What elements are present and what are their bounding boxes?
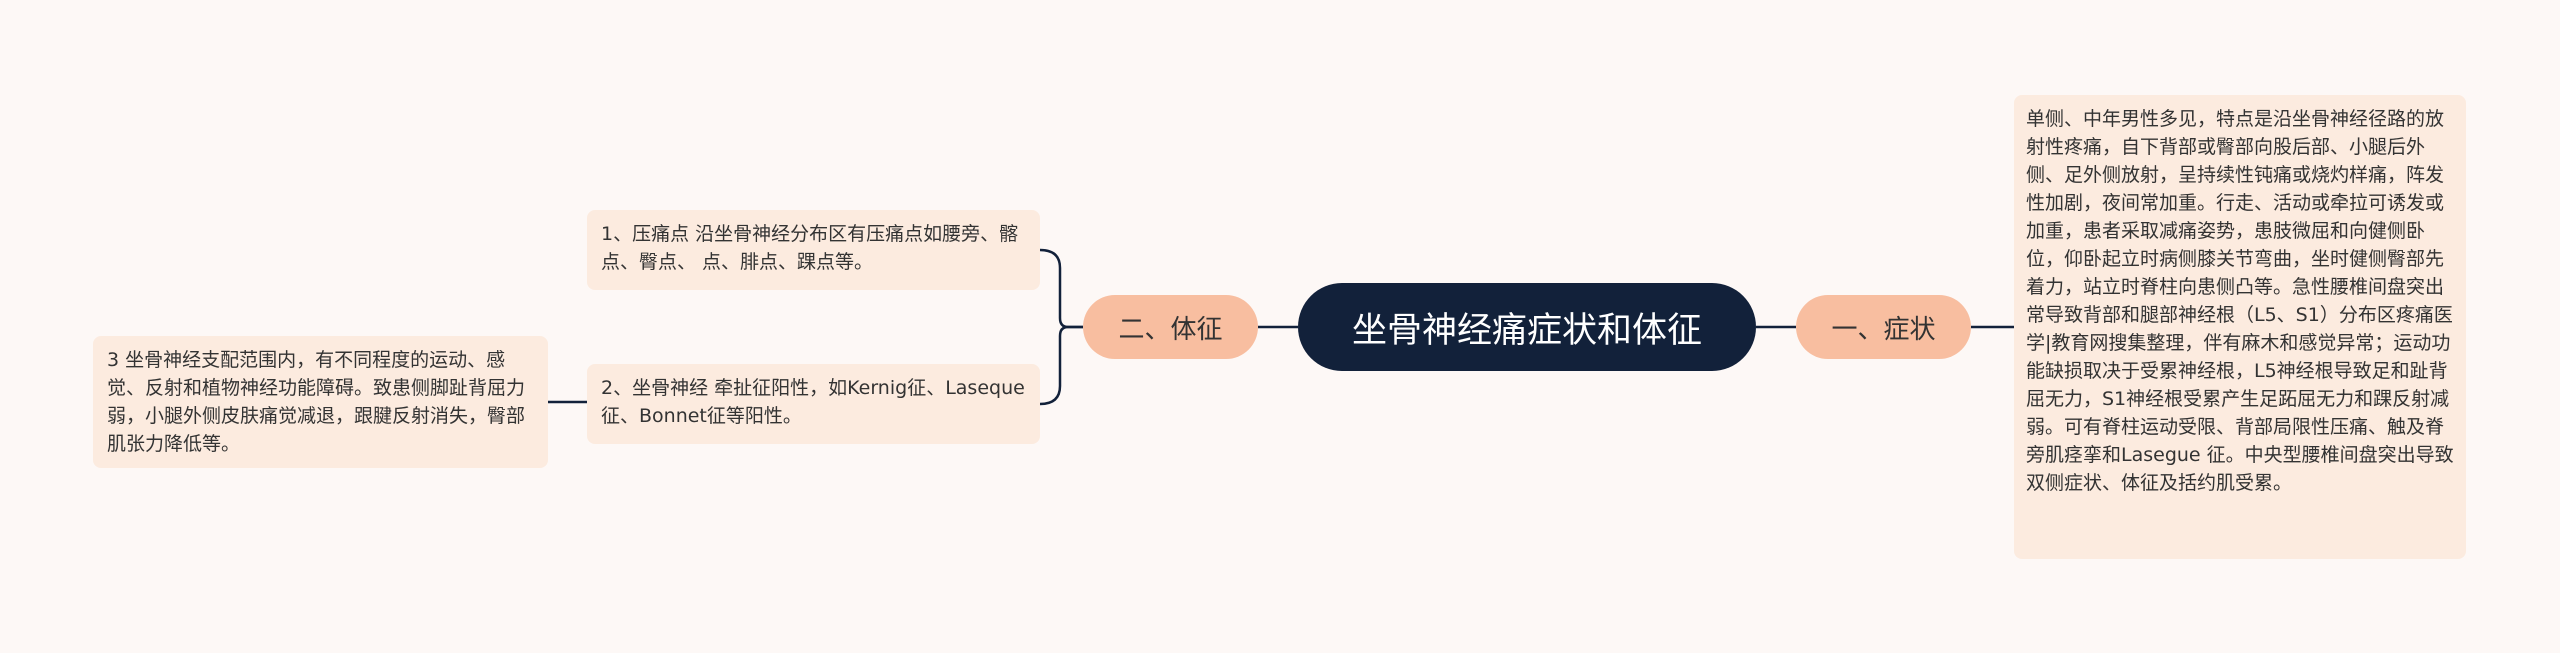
branch-symptoms: 一、症状 — [1796, 295, 1971, 359]
root-topic: 坐骨神经痛症状和体征 — [1298, 283, 1756, 371]
leaf-symptoms-description: 单侧、中年男性多见，特点是沿坐骨神经径路的放射性疼痛，自下背部或臀部向股后部、小… — [2014, 95, 2466, 559]
leaf-neurological-deficits: 3 坐骨神经支配范围内，有不同程度的运动、感觉、反射和植物神经功能障碍。致患侧脚… — [93, 336, 548, 468]
connector-signs-tension — [1039, 325, 1083, 406]
branch-signs: 二、体征 — [1083, 295, 1258, 359]
leaf-nerve-tension-signs: 2、坐骨神经 牵扯征阳性，如Kernig征、Laseque征、Bonnet征等阳… — [587, 364, 1040, 444]
connector-signs-pressure — [1039, 248, 1083, 329]
leaf-tenderness-points: 1、压痛点 沿坐骨神经分布区有压痛点如腰旁、髂点、臀点、 点、腓点、踝点等。 — [587, 210, 1040, 290]
